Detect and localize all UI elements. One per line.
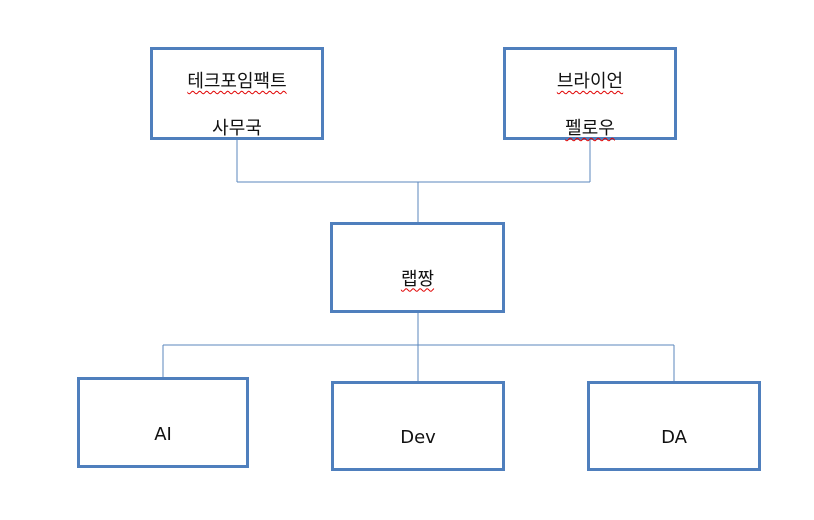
node-brian-fellow-line2: 펠로우 — [565, 117, 615, 139]
node-techforimpact-office-line1: 테크포임팩트 — [187, 71, 287, 93]
node-brian-fellow-line1: 브라이언 — [556, 71, 624, 93]
node-dev-label-wrap: Dev — [400, 403, 436, 450]
node-techforimpact-office: 테크포임팩트 사무국 — [150, 47, 324, 140]
node-dev: Dev — [331, 381, 505, 471]
node-da-label: DA — [661, 427, 687, 448]
node-brian-fellow-label: 브라이언 펠로우 — [557, 47, 623, 141]
node-lab-lead-label-wrap: 랩짱 — [401, 244, 434, 291]
node-ai-label: AI — [154, 423, 172, 445]
node-ai-label-wrap: AI — [154, 399, 172, 446]
node-ai: AI — [77, 377, 249, 468]
node-da: DA — [587, 381, 761, 471]
node-lab-lead: 랩짱 — [330, 222, 505, 313]
node-da-label-wrap: DA — [661, 403, 687, 450]
node-techforimpact-office-label: 테크포임팩트 사무국 — [187, 47, 286, 141]
node-brian-fellow: 브라이언 펠로우 — [503, 47, 677, 140]
node-lab-lead-label: 랩짱 — [400, 268, 435, 290]
node-techforimpact-office-line2: 사무국 — [212, 117, 262, 139]
node-dev-label: Dev — [400, 427, 436, 448]
